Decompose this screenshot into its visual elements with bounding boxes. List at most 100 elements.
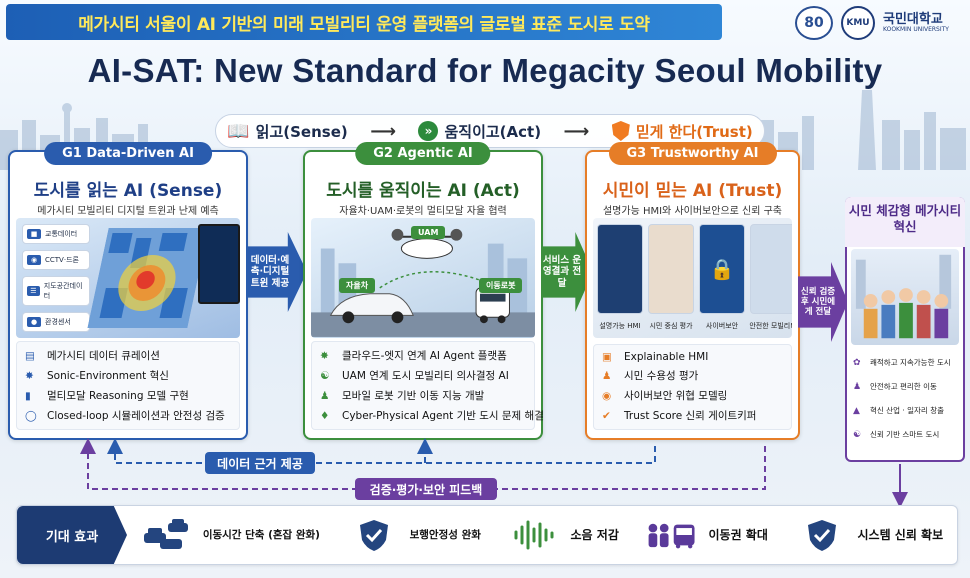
lock-icon: 🔒 bbox=[709, 257, 735, 281]
anniversary-80-logo: 80 bbox=[795, 6, 833, 40]
g1-item-list: ▤메가시티 데이터 큐레이션 ✸Sonic-Environment 혁신 ▮멀티… bbox=[16, 341, 240, 430]
effect-label: 소음 저감 bbox=[570, 527, 619, 542]
g1-subtitle: 도시를 읽는 AI (Sense) bbox=[33, 181, 223, 201]
people-icon: ♟ bbox=[602, 369, 612, 382]
university-name: 국민대학교 KOOKMIN UNIVERSITY bbox=[883, 13, 949, 33]
shield-check-icon: ✔ bbox=[602, 409, 611, 422]
list-item: ☯신뢰 기반 스마트 도시 bbox=[853, 429, 959, 440]
shield-check-icon bbox=[796, 518, 848, 552]
panel-caption: 시민 중심 평가 bbox=[649, 322, 693, 330]
effect-pedestrian-safety: 보행안정성 완화 bbox=[348, 518, 481, 552]
people-bus-icon bbox=[646, 518, 698, 552]
list-item: ▲혁신 산업 · 일자리 창출 bbox=[853, 405, 959, 416]
flow-step-trust: 믿게 한다(Trust) bbox=[611, 121, 753, 142]
panel-cybersecurity: 🔒 사이버보안 bbox=[699, 224, 745, 330]
api-icon: ◯ bbox=[25, 409, 37, 422]
list-item-label: Cyber-Physical Agent 기반 도시 문제 해결 bbox=[342, 410, 544, 422]
sensor-label: 환경센서 bbox=[45, 318, 71, 326]
panel-caption: 안전한 모빌리티 bbox=[749, 322, 792, 330]
kookmin-emblem-logo: KMU bbox=[841, 6, 875, 40]
list-item: ♟ 안전하고 편리한 이동 bbox=[853, 381, 959, 392]
expected-effects-bar: 기대 효과 이동시간 단축 (혼잡 완화) 보행안정성 완화 소음 저감 bbox=[16, 505, 958, 565]
sensor-label: CCTV·드론 bbox=[45, 256, 79, 264]
sensor-cctv: ◉ CCTV·드론 bbox=[22, 250, 90, 270]
effect-label: 보행안정성 완화 bbox=[409, 528, 481, 541]
people-icon: ♟ bbox=[853, 381, 862, 392]
people-icon: ♟ bbox=[320, 389, 330, 402]
g1-description: 메가시티 모빌리티 디지털 트윈과 난제 예측 bbox=[37, 206, 219, 217]
top-banner: 메가시티 서울이 AI 기반의 미래 모빌리티 운영 플랫폼의 글로벌 표준 도… bbox=[6, 4, 722, 40]
thermometer-icon: ● bbox=[27, 317, 41, 327]
list-item: ✸클라우드-엣지 연계 AI Agent 플랫폼 bbox=[320, 348, 526, 363]
banner-text: 메가시티 서울이 AI 기반의 미래 모빌리티 운영 플랫폼의 글로벌 표준 도… bbox=[78, 14, 650, 35]
growth-chart-icon: ▲ bbox=[853, 405, 860, 416]
list-item-label: Closed-loop 시뮬레이션과 안전성 검증 bbox=[47, 410, 225, 422]
list-item-label: Trust Score 신뢰 게이트키퍼 bbox=[624, 410, 757, 422]
university-name-en: KOOKMIN UNIVERSITY bbox=[883, 25, 949, 33]
list-item: ♦ Cyber-Physical Agent 기반 도시 문제 해결 bbox=[320, 408, 544, 423]
effect-label: 이동시간 단축 (혼잡 완화) bbox=[202, 528, 320, 541]
list-item: ♟ 모바일 로봇 기반 이동 지능 개발 bbox=[320, 388, 526, 403]
arrow-g1-label: 데이터·예측·디지털 트윈 제공 bbox=[250, 254, 290, 289]
list-item-label: 신뢰 기반 스마트 도시 bbox=[870, 430, 940, 439]
fast-forward-icon: » bbox=[418, 121, 439, 141]
g2-description: 자율차·UAM·로봇의 멀티모달 자율 협력 bbox=[339, 206, 507, 217]
panel-safe-mobility: 안전한 모빌리티 bbox=[749, 224, 792, 330]
g3-header: G3 Trustworthy AI bbox=[608, 142, 777, 165]
g2-subtitle: 도시를 움직이는 AI (Act) bbox=[326, 181, 520, 201]
g3-description: 설명가능 HMI와 사이버보안으로 신뢰 구축 bbox=[602, 206, 782, 217]
list-item-label: 사이버보안 위협 모델링 bbox=[624, 390, 728, 402]
list-item-label: 쾌적하고 지속가능한 도시 bbox=[870, 358, 951, 367]
digital-twin-visual: ■교통데이터 ◉ CCTV·드론 ☰지도공간데이터 ● 환경센서 bbox=[16, 218, 240, 338]
civic-title: 시민 체감형 메가시티 혁신 bbox=[845, 197, 965, 247]
arrow-g1-to-g2: 데이터·예측·디지털 트윈 제공 bbox=[247, 232, 307, 312]
citizens-illustration bbox=[855, 254, 952, 339]
arrow-g2-label: 서비스 운영결과 전달 bbox=[542, 254, 582, 289]
dashboard-monitor-graphic bbox=[198, 224, 240, 304]
list-item: ✿쾌적하고 지속가능한 도시 bbox=[853, 357, 959, 368]
list-item-label: 시민 수용성 평가 bbox=[624, 370, 699, 382]
effect-noise-reduction: 소음 저감 bbox=[509, 518, 619, 552]
arrow-g3-to-civic: 신뢰 검증 후 시민에게 전달 bbox=[798, 262, 848, 342]
g1-data-driven-ai-card: G1 Data-Driven AI 도시를 읽는 AI (Sense) 메가시티… bbox=[8, 142, 248, 440]
effects-list: 이동시간 단축 (혼잡 완화) 보행안정성 완화 소음 저감 이동권 확대 bbox=[127, 518, 957, 552]
list-item: ▤메가시티 데이터 큐레이션 bbox=[25, 348, 231, 363]
flow-trust-label: 믿게 한다(Trust) bbox=[635, 122, 753, 141]
network-icon: ✸ bbox=[320, 349, 329, 362]
cctv-icon: ◉ bbox=[27, 255, 41, 265]
list-item-label: UAM 연계 도시 모빌리티 의사결정 AI bbox=[342, 370, 509, 382]
puzzle-icon: ♦ bbox=[320, 409, 330, 422]
anniversary-number: 80 bbox=[804, 15, 824, 31]
cars-icon bbox=[141, 518, 193, 552]
sensor-traffic: ■교통데이터 bbox=[22, 224, 90, 244]
trust-panels-visual: 설명가능 HMI 시민 중심 평가 🔒 사이버보안 안전한 모빌리티 bbox=[593, 218, 792, 338]
list-item-label: Explainable HMI bbox=[624, 351, 709, 363]
list-item: ✔ Trust Score 신뢰 게이트키퍼 bbox=[602, 408, 783, 423]
effect-label: 시스템 신뢰 확보 bbox=[857, 527, 944, 542]
arrow-right-icon: ⟶ bbox=[563, 120, 590, 142]
g3-trustworthy-ai-card: G3 Trustworthy AI 시민이 믿는 AI (Trust) 설명가능… bbox=[585, 142, 800, 440]
logo-group: 80 KMU 국민대학교 KOOKMIN UNIVERSITY bbox=[795, 6, 965, 40]
civic-benefit-list: ✿쾌적하고 지속가능한 도시 ♟ 안전하고 편리한 이동 ▲혁신 산업 · 일자리… bbox=[853, 357, 959, 440]
sensor-environment: ● 환경센서 bbox=[22, 312, 90, 332]
book-icon: 📖 bbox=[227, 120, 250, 142]
shield-check-icon bbox=[348, 518, 400, 552]
sensor-map: ☰지도공간데이터 bbox=[22, 276, 90, 306]
flow-sense-label: 읽고(Sense) bbox=[255, 122, 348, 141]
city-heatmap-graphic bbox=[87, 228, 209, 328]
list-item-label: 멀티모달 Reasoning 모델 구현 bbox=[47, 390, 189, 402]
list-item-label: 안전하고 편리한 이동 bbox=[870, 382, 937, 391]
g1-header: G1 Data-Driven AI bbox=[44, 142, 212, 165]
g3-subtitle: 시민이 믿는 AI (Trust) bbox=[602, 181, 783, 201]
citizens-group-image bbox=[851, 249, 959, 345]
list-item: ▣Explainable HMI bbox=[602, 351, 783, 363]
handshake-icon: ☯ bbox=[320, 369, 330, 382]
layers-icon: ☰ bbox=[27, 286, 40, 296]
chip-uam: UAM bbox=[411, 226, 446, 239]
panel-caption: 사이버보안 bbox=[705, 322, 739, 330]
list-item-label: 모바일 로봇 기반 이동 지능 개발 bbox=[342, 390, 485, 402]
page-title: AI-SAT: New Standard for Megacity Seoul … bbox=[87, 52, 883, 89]
list-item: ☯ UAM 연계 도시 모빌리티 의사결정 AI bbox=[320, 368, 526, 383]
shield-icon bbox=[611, 121, 630, 141]
